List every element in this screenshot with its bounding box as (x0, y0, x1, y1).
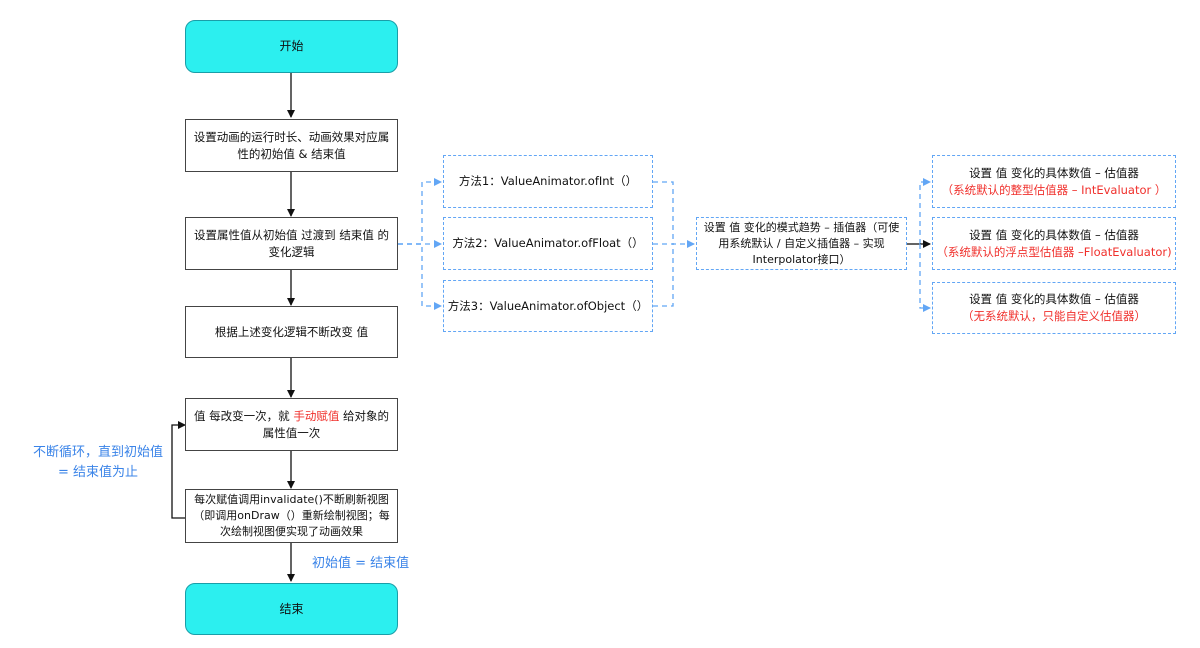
interpolator-label: 设置 值 变化的模式趋势 – 插值器（可使用系统默认 / 自定义插值器 – 实现… (703, 220, 900, 266)
evaluator-custom: 设置 值 变化的具体数值 – 估值器 （无系统默认，只能自定义估值器） (932, 282, 1176, 334)
loop-note-text: 不断循环，直到初始值 = 结束值为止 (32, 445, 163, 480)
evaluator-float-note: （系统默认的浮点型估值器 –FloatEvaluator) (936, 244, 1172, 259)
method-ofobject-label: 方法3：ValueAnimator.ofObject（） (447, 298, 649, 313)
edge-loop-back (171, 421, 186, 519)
step-set-duration-label: 设置动画的运行时长、动画效果对应属性的初始值 & 结束值 (193, 129, 390, 161)
method-ofobject: 方法3：ValueAnimator.ofObject（） (443, 280, 653, 332)
edge-method1-interp (653, 181, 674, 244)
step-change-value-label: 根据上述变化逻辑不断改变 值 (214, 324, 369, 339)
final-note: 初始值 = 结束值 (312, 554, 432, 574)
start-label: 开始 (279, 39, 304, 53)
end-label: 结束 (279, 601, 304, 616)
edge-method3-interp (653, 244, 674, 307)
evaluator-int: 设置 值 变化的具体数值 – 估值器 （系统默认的整型估值器 – IntEval… (932, 155, 1176, 208)
end-node: 结束 (185, 583, 398, 635)
loop-note: 不断循环，直到初始值 = 结束值为止 (30, 443, 166, 483)
step-change-value: 根据上述变化逻辑不断改变 值 (185, 306, 398, 358)
interpolator-node: 设置 值 变化的模式趋势 – 插值器（可使用系统默认 / 自定义插值器 – 实现… (696, 217, 907, 270)
evaluator-int-title: 设置 值 变化的具体数值 – 估值器 (969, 165, 1139, 180)
edge-interp-eval3 (919, 244, 931, 312)
step-assign-value-text-b: 给对象的属性值一次 (262, 408, 389, 440)
step-invalidate-redraw-label: 每次赋值调用invalidate()不断刷新视图（即调用onDraw（）重新绘制… (193, 493, 390, 538)
start-node: 开始 (185, 20, 398, 73)
evaluator-float-title: 设置 值 变化的具体数值 – 估值器 (969, 227, 1139, 242)
method-offloat: 方法2：ValueAnimator.ofFloat（） (443, 217, 653, 270)
step-assign-value-text-a: 值 每改变一次，就 (194, 408, 294, 423)
final-note-text: 初始值 = 结束值 (312, 556, 410, 571)
method-ofint: 方法1：ValueAnimator.ofInt（） (443, 155, 653, 208)
edge-interp-eval1 (919, 178, 931, 244)
step-set-duration: 设置动画的运行时长、动画效果对应属性的初始值 & 结束值 (185, 119, 398, 172)
evaluator-custom-note: （无系统默认，只能自定义估值器） (962, 309, 1146, 323)
step-transition-logic: 设置属性值从初始值 过渡到 结束值 的变化逻辑 (185, 217, 398, 270)
evaluator-custom-title: 设置 值 变化的具体数值 – 估值器 (969, 292, 1139, 306)
step-transition-logic-label: 设置属性值从初始值 过渡到 结束值 的变化逻辑 (194, 227, 389, 259)
step-invalidate-redraw: 每次赋值调用invalidate()不断刷新视图（即调用onDraw（）重新绘制… (185, 489, 398, 543)
edge-step2-method1 (398, 178, 442, 245)
step-assign-value: 值 每改变一次，就 手动赋值 给对象的属性值一次 (185, 398, 398, 451)
method-ofint-label: 方法1：ValueAnimator.ofInt（） (458, 174, 638, 188)
evaluator-float: 设置 值 变化的具体数值 – 估值器 （系统默认的浮点型估值器 –FloatEv… (932, 217, 1176, 270)
evaluator-int-note: （系统默认的整型估值器 – IntEvaluator ） (941, 182, 1167, 197)
step-assign-value-label: 值 每改变一次，就 手动赋值 给对象的属性值一次 (192, 408, 391, 442)
method-offloat-label: 方法2：ValueAnimator.ofFloat（） (452, 236, 644, 250)
manual-assign-highlight: 手动赋值 (293, 408, 340, 423)
edge-step2-method3 (398, 243, 442, 310)
